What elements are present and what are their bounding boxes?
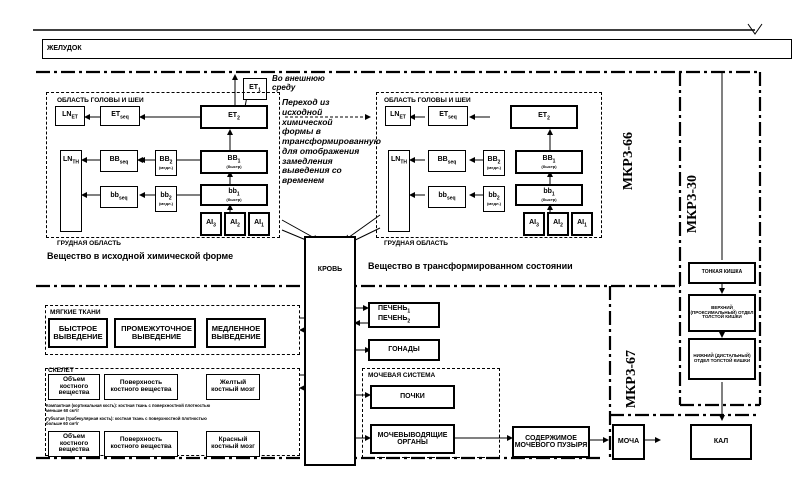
left-et2-box: ET2 (200, 105, 268, 129)
right-bb2s-box: bb2(медл.) (483, 186, 505, 212)
right-caption: Вещество в трансформированном состоянии (368, 261, 573, 271)
right-et2-box: ET2 (510, 105, 578, 129)
upper-large-intestine-box: ВЕРХНИЙ (ПРОКСИМАЛЬНЫЙ) ОТДЕЛ ТОЛСТОЙ КИ… (688, 294, 756, 332)
left-ln-et-box: LNET (55, 106, 85, 126)
yellow-marrow-box: Желтый костный мозг (206, 374, 260, 400)
blood-box: КРОВЬ (304, 236, 356, 466)
feces-box: КАЛ (690, 424, 752, 460)
right-respiratory-region (376, 92, 602, 238)
liver-box: ПЕЧЕНЬ1 ПЕЧЕНЬ2 (368, 302, 440, 328)
left-caption: Вещество в исходной химической форме (47, 251, 234, 261)
mkrz30-label: МКРЗ-30 (685, 175, 700, 234)
right-bb1s-box: bb1(быстр) (515, 184, 583, 206)
left-ai1-box: AI1 (248, 212, 270, 236)
left-bb-seq2-box: bbseq (100, 186, 138, 208)
right-ln-et-box: LNET (385, 106, 411, 126)
right-bb-seq-box: BBseq (428, 150, 466, 172)
skeleton-volume2-box: Объем костного вещества (48, 431, 100, 457)
mkrz67-label: МКРЗ-67 (624, 350, 639, 409)
right-et-seq-box: ETseq (428, 106, 468, 126)
soft-tissue-title: МЯГКИЕ ТКАНИ (50, 309, 101, 316)
lower-large-intestine-box: НИЖНИЙ (ДИСТАЛЬНЫЙ) ОТДЕЛ ТОЛСТОЙ КИШКИ (688, 338, 756, 380)
right-ai2-box: AI2 (547, 212, 569, 236)
left-chest-region-label: ГРУДНАЯ ОБЛАСТЬ (57, 240, 121, 247)
left-respiratory-region (46, 92, 280, 238)
left-bb2s-box: bb2(медл.) (155, 186, 177, 212)
left-bb1s-box: bb1(быстр) (200, 184, 268, 206)
et1-label: ET1 (249, 84, 261, 94)
kidneys-box: ПОЧКИ (370, 385, 455, 409)
right-ln-th-box: LNTH (388, 150, 410, 232)
skeleton-note-trabecular: Губчатая (трабекулярная кость): костная … (46, 416, 207, 427)
left-bb1-box: BB1(быстр) (200, 150, 268, 174)
right-chest-region-label: ГРУДНАЯ ОБЛАСТЬ (384, 240, 448, 247)
soft-tissue-region (45, 305, 300, 355)
soft-intermediate-box: ПРОМЕЖУТОЧНОЕ ВЫВЕДЕНИЕ (114, 318, 196, 348)
et1-box: ET1 (243, 78, 267, 100)
stomach-label: ЖЕЛУДОК (47, 45, 82, 53)
skeleton-note-cortical: Компактная (кортикальная кость): костная… (46, 403, 211, 414)
red-marrow-box: Красный костный мозг (206, 431, 260, 457)
small-intestine-box: ТОНКАЯ КИШКА (688, 262, 756, 284)
urinary-title: МОЧЕВАЯ СИСТЕМА (368, 372, 436, 379)
mkrz66-label: МКРЗ-66 (621, 132, 636, 191)
right-ai1-box: AI1 (571, 212, 593, 236)
gonads-box: ГОНАДЫ (368, 339, 440, 361)
soft-fast-box: БЫСТРОЕ ВЫВЕДЕНИЕ (48, 318, 108, 348)
left-head-region-label: ОБЛАСТЬ ГОЛОВЫ И ШЕИ (57, 97, 144, 104)
urine-box: МОЧА (612, 424, 645, 460)
urinary-region (362, 368, 500, 458)
right-head-region-label: ОБЛАСТЬ ГОЛОВЫ И ШЕИ (384, 97, 471, 104)
right-ai3-box: AI3 (523, 212, 545, 236)
bladder-box: СОДЕРЖИМОЕ МОЧЕВОГО ПУЗЫРЯ (512, 426, 590, 458)
skeleton-surface1-box: Поверхность костного вещества (104, 374, 178, 400)
left-et-seq-box: ETseq (100, 106, 140, 126)
skeleton-volume1-box: Объем костного вещества (48, 374, 100, 400)
blood-label: КРОВЬ (317, 266, 343, 273)
right-bb-seq2-box: bbseq (428, 186, 466, 208)
left-ai2-box: AI2 (224, 212, 246, 236)
skeleton-title: СКЕЛЕТ (48, 367, 74, 374)
left-bb2-box: BB2(медл.) (155, 150, 177, 176)
left-ln-th-box: LNTH (60, 150, 82, 232)
urinary-ducts-box: МОЧЕВЫВОДЯЩИЕ ОРГАНЫ (370, 424, 455, 454)
skeleton-surface2-box: Поверхность костного вещества (104, 431, 178, 457)
right-bb1-box: BB1(быстр) (515, 150, 583, 174)
right-bb2-box: BB2(медл.) (483, 150, 505, 176)
transition-text: Переход из исходной химической формы в т… (282, 97, 381, 186)
left-ai3-box: AI3 (200, 212, 222, 236)
to-environment-label: Во внешнюю среду (272, 74, 325, 93)
left-bb-seq-box: BBseq (100, 150, 138, 172)
soft-slow-box: МЕДЛЕННОЕ ВЫВЕДЕНИЕ (206, 318, 266, 348)
stomach-box: ЖЕЛУДОК (42, 39, 792, 59)
